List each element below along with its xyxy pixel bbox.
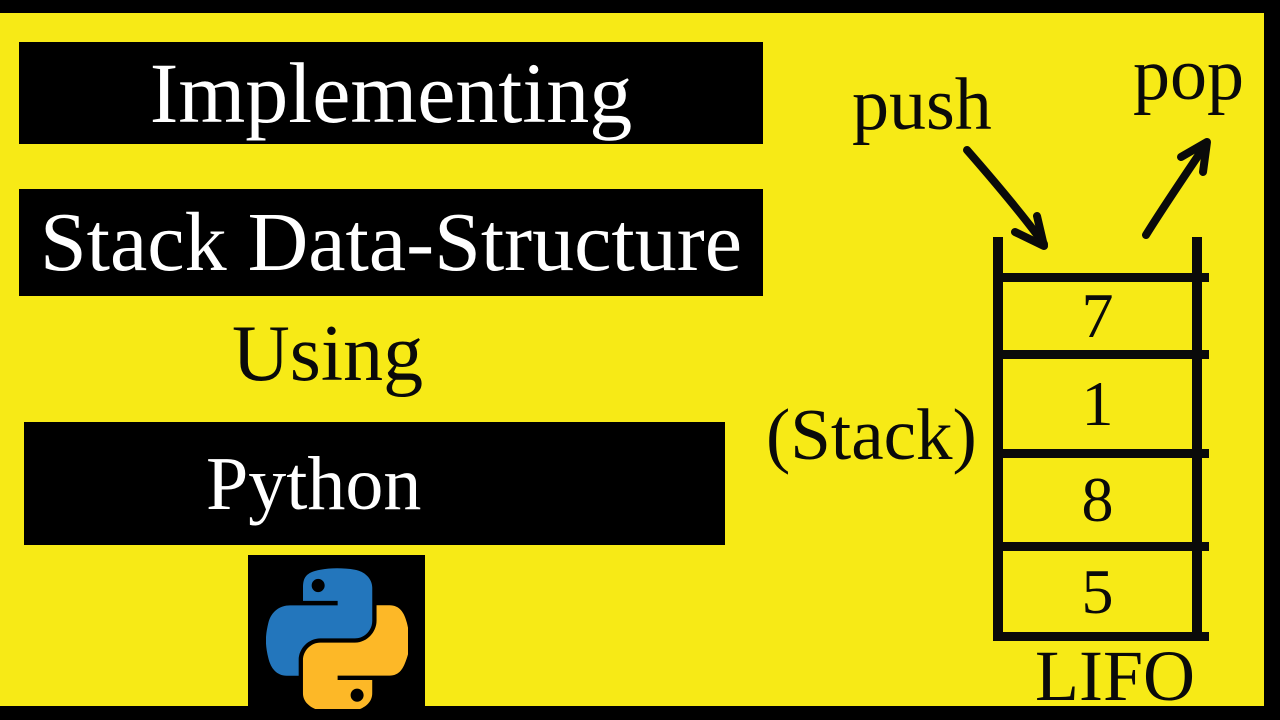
title-using: Using [232,310,424,398]
stack-cell-value: 7 [1081,280,1114,351]
stack-line [993,350,1209,359]
push-label: push [852,64,992,146]
stack-cell: 8 [1003,458,1192,542]
title-implementing: Implementing [149,45,633,141]
title-box-python: Python [24,422,725,545]
stack-line [993,632,1209,641]
stack-cell-value: 5 [1081,555,1114,627]
stack-cell-value: 8 [1081,464,1114,535]
stack-wall-left [993,237,1003,641]
stack-line [993,542,1209,551]
python-logo-box [248,555,425,720]
stack-wall-right [1192,237,1202,641]
stack-line [993,449,1209,458]
push-arrow [963,146,1048,248]
stack-cell-value: 1 [1081,368,1114,439]
python-logo-icon [265,567,408,709]
stack-cell: 7 [1003,282,1192,350]
stack-cell: 5 [1003,551,1192,632]
push-arrowhead [1011,212,1048,250]
lifo-label: LIFO [1035,636,1195,716]
title-box-implementing: Implementing [19,42,763,144]
pop-arrowhead [1177,138,1211,176]
frame-top-bar [0,0,1280,13]
title-python: Python [206,441,422,526]
pop-arrow [1142,140,1210,239]
stack-cell: 1 [1003,359,1192,449]
frame-right-bar [1264,0,1280,720]
stack-label: (Stack) [766,394,977,475]
stack-line [993,273,1209,282]
title-box-stack-data-structure: Stack Data-Structure [19,189,763,296]
pop-label: pop [1133,34,1244,116]
title-stack-data-structure: Stack Data-Structure [39,195,743,289]
